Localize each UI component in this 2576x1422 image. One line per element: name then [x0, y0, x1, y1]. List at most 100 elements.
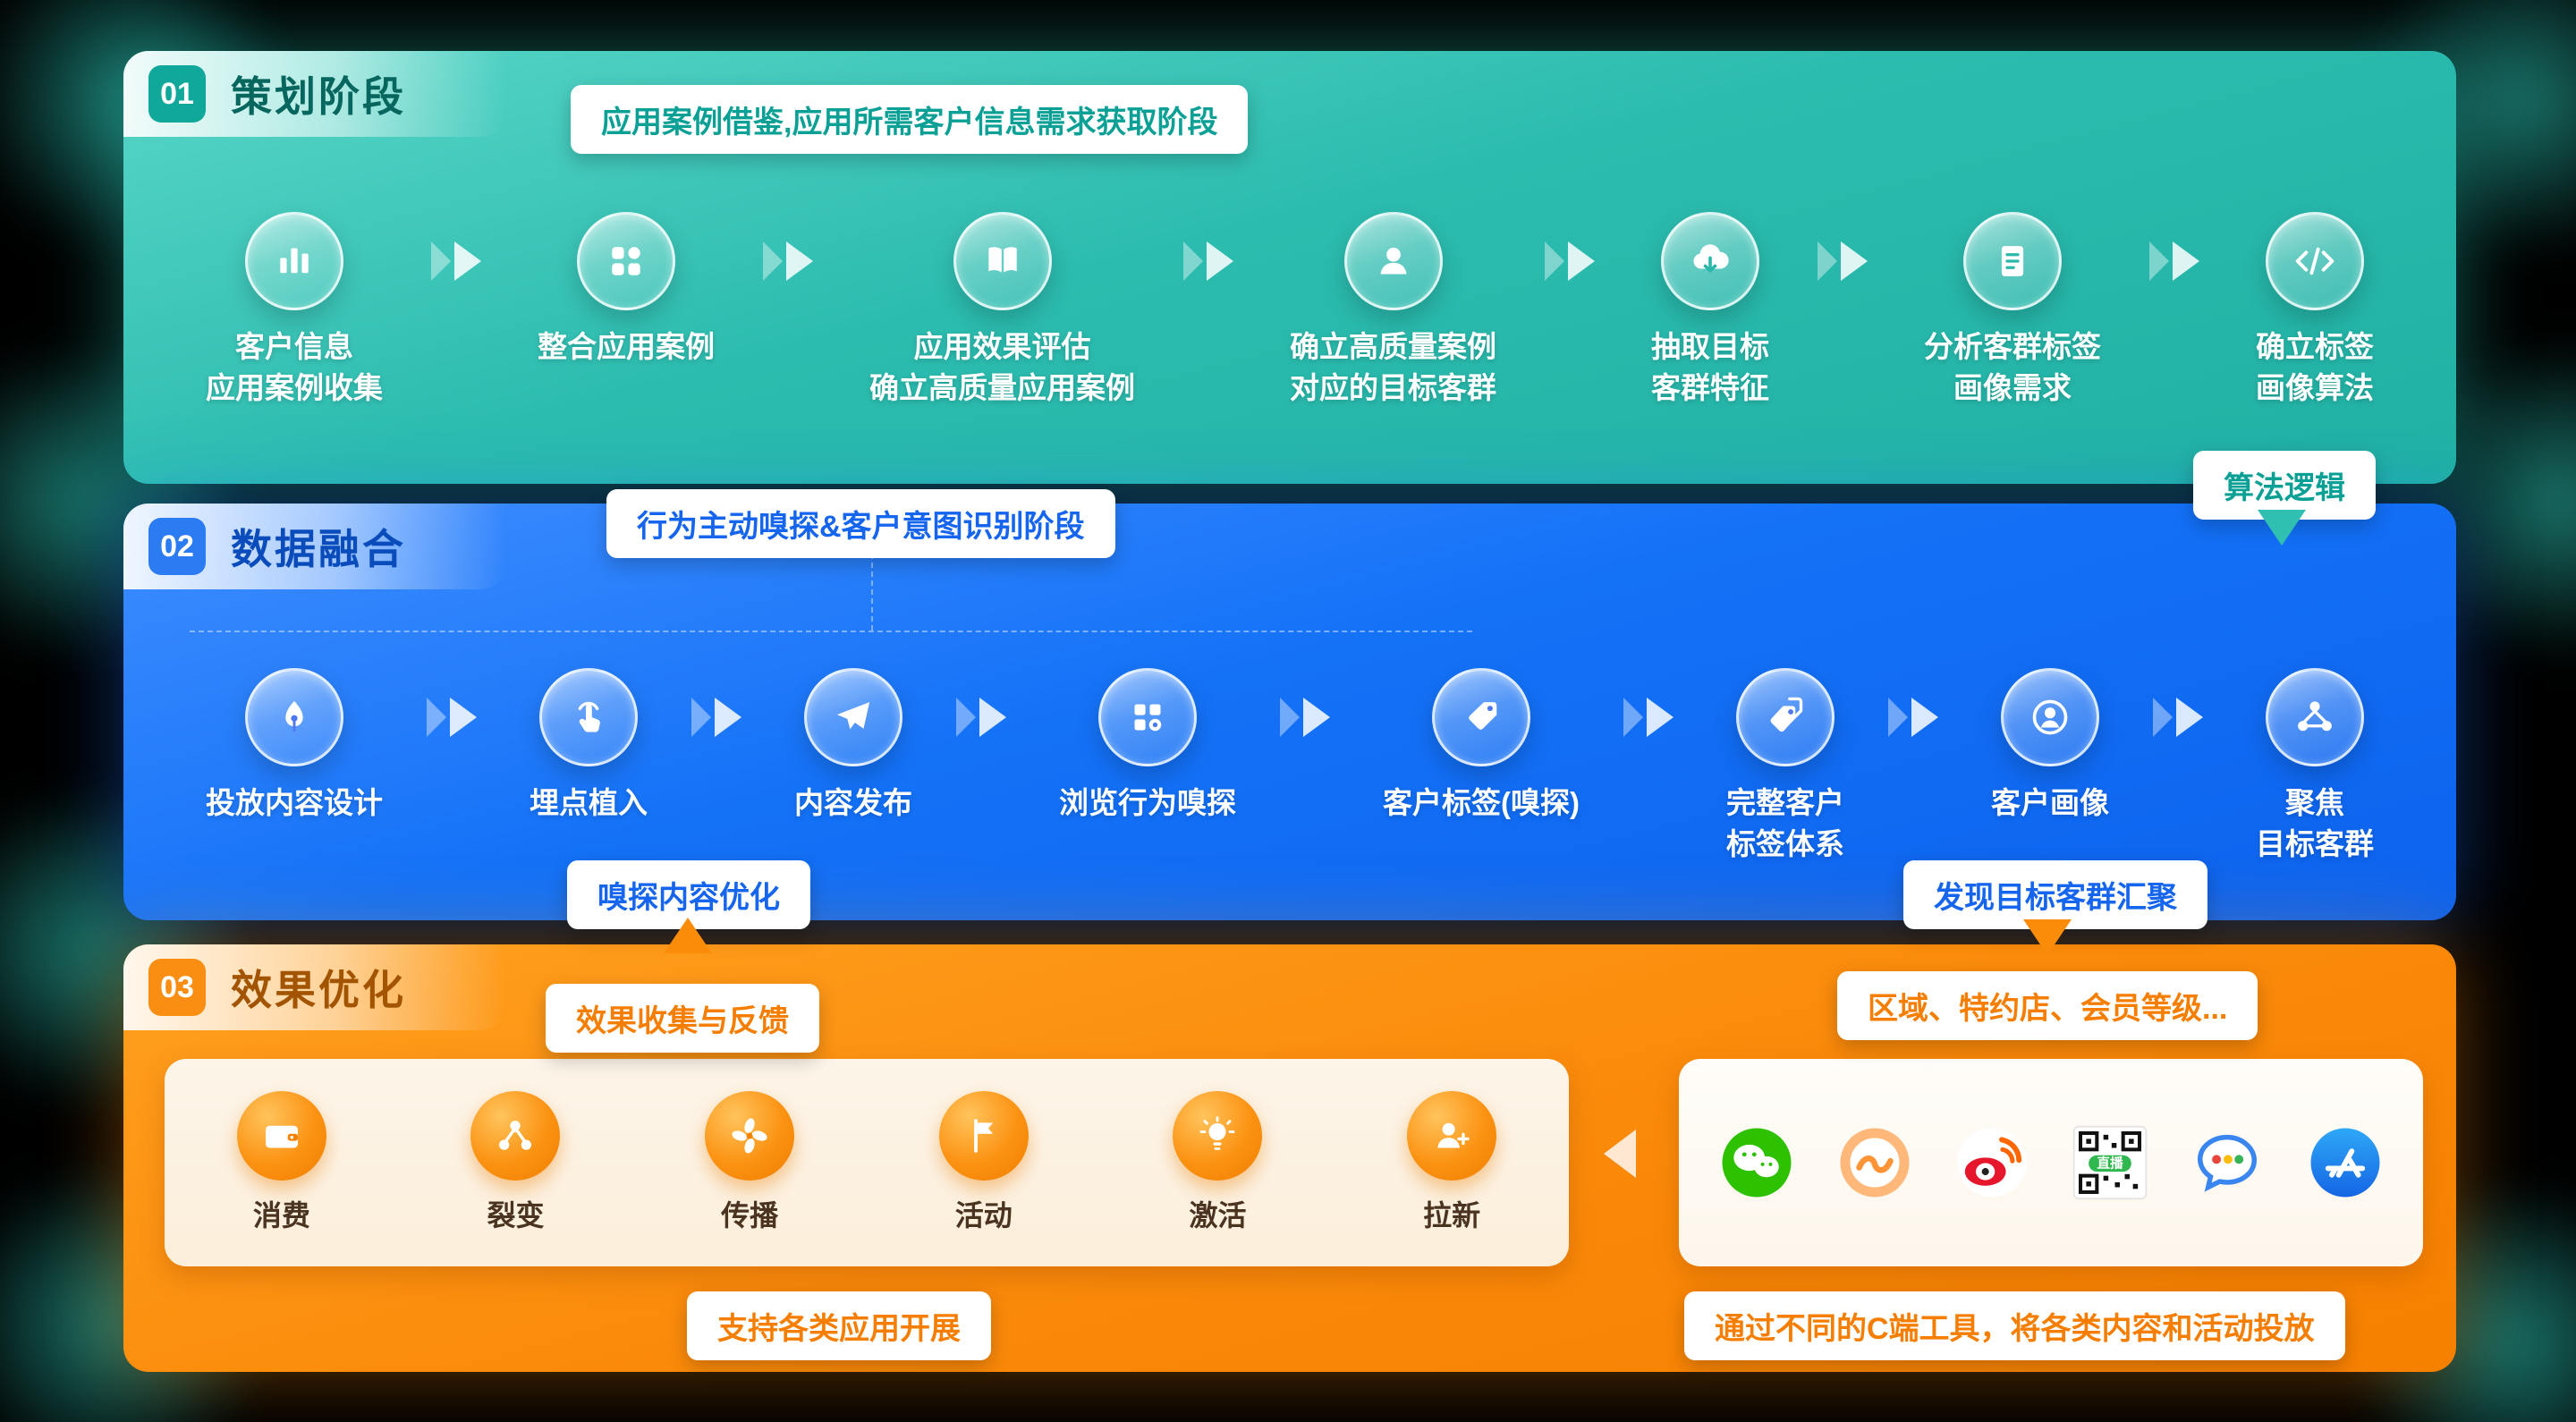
tap-icon: [539, 668, 638, 766]
action-item: 激活: [1173, 1091, 1263, 1234]
flow-arrow-icon: [1544, 241, 1604, 281]
code-icon: [2266, 212, 2364, 310]
split-icon: [470, 1091, 561, 1181]
action-label: 激活: [1189, 1199, 1247, 1232]
step-label: 完整客户 标签体系: [1725, 786, 1844, 860]
flow-arrow-icon: [2152, 698, 2212, 737]
flow-step: 埋点植入: [530, 668, 648, 824]
network-icon: [2265, 668, 2364, 766]
action-item: 传播: [705, 1091, 795, 1234]
step-label: 客户标签(嗅探): [1383, 786, 1580, 819]
down-arrow-icon: [2023, 919, 2072, 955]
action-label: 活动: [954, 1199, 1013, 1232]
phase-2-stage-badge: 行为主动嗅探&客户意图识别阶段: [606, 489, 1115, 558]
action-item: 拉新: [1407, 1091, 1497, 1234]
phase-3-section: 03 效果优化 效果收集与反馈 区域、特约店、会员等级... 消费 裂变: [123, 944, 2456, 1372]
flow-arrow-icon: [691, 698, 750, 737]
step-label: 分析客群标签 画像需求: [1924, 330, 2101, 404]
flow-step: 整合应用案例: [538, 212, 715, 368]
phase-2-number: 02: [148, 518, 206, 575]
bulb-icon: [1173, 1091, 1263, 1181]
flow-step: 确立高质量案例 对应的目标客群: [1290, 212, 1496, 408]
flow-step: 抽取目标 客群特征: [1651, 212, 1769, 408]
dashed-connector: [871, 545, 873, 631]
phase-1-header: 01 策划阶段: [123, 51, 506, 137]
action-item: 活动: [938, 1091, 1029, 1234]
flow-arrow-icon: [1182, 241, 1242, 281]
flow-arrow-icon: [430, 241, 490, 281]
flow-arrow-icon: [1887, 698, 1947, 737]
fan-icon: [705, 1091, 795, 1181]
dashed-connector: [190, 631, 1472, 632]
phase-3-number: 03: [148, 959, 206, 1016]
down-arrow-icon: [2258, 510, 2306, 546]
flow-step: 确立标签 画像算法: [2256, 212, 2374, 408]
step-label: 整合应用案例: [538, 330, 715, 363]
flow-arrow-icon: [427, 698, 486, 737]
step-label: 确立标签 画像算法: [2256, 330, 2374, 404]
phase-1-section: 01 策划阶段 应用案例借鉴,应用所需客户信息需求获取阶段 客户信息 应用案例收…: [123, 51, 2456, 484]
app-store-icon: [2306, 1123, 2385, 1202]
wallet-icon: [236, 1091, 326, 1181]
wechat-channels-icon: [1835, 1123, 1914, 1202]
algorithm-logic-badge: 算法逻辑: [2193, 451, 2376, 520]
sniff-optimize-badge: 嗅探内容优化: [567, 860, 810, 929]
phase-2-header: 02 数据融合: [123, 504, 506, 589]
action-item: 消费: [236, 1091, 326, 1234]
flow-arrow-icon: [1280, 698, 1339, 737]
browse-grid-icon: [1098, 668, 1197, 766]
phase-1-stage-badge: 应用案例借鉴,应用所需客户信息需求获取阶段: [571, 85, 1249, 154]
flow-step: 分析客群标签 画像需求: [1924, 212, 2101, 408]
send-icon: [804, 668, 902, 766]
step-label: 抽取目标 客群特征: [1651, 330, 1769, 404]
step-label: 埋点植入: [530, 786, 648, 819]
step-label: 内容发布: [794, 786, 912, 819]
segment-badge: 区域、特约店、会员等级...: [1837, 971, 2258, 1040]
flow-step: 应用效果评估 确立高质量应用案例: [869, 212, 1135, 408]
feedback-badge: 效果收集与反馈: [546, 984, 819, 1053]
open-book-icon: [953, 212, 1052, 310]
flow-step: 完整客户 标签体系: [1726, 668, 1844, 864]
cloud-download-icon: [1661, 212, 1759, 310]
qr-live-label: 直播: [2097, 1155, 2123, 1172]
document-list-icon: [1963, 212, 2062, 310]
weibo-icon: [1953, 1123, 2031, 1202]
phase-2-flow: 投放内容设计 埋点植入 内容发布 浏览行为嗅探: [206, 668, 2374, 864]
phase-2-section: 02 数据融合 行为主动嗅探&客户意图识别阶段 投放内容设计 埋点植入: [123, 489, 2456, 920]
flow-step: 浏览行为嗅探: [1059, 668, 1236, 824]
flow-arrow-icon: [1623, 698, 1682, 737]
phase-1-number: 01: [148, 65, 206, 123]
pen-icon: [245, 668, 343, 766]
phase-2-title: 数据融合: [231, 526, 406, 572]
action-label: 传播: [721, 1199, 779, 1232]
qr-live-icon: 直播: [2071, 1123, 2149, 1202]
flow-step: 聚焦 目标客群: [2256, 668, 2374, 864]
action-label: 拉新: [1423, 1199, 1481, 1232]
portrait-icon: [2000, 668, 2099, 766]
flow-step: 客户标签(嗅探): [1383, 668, 1580, 824]
flow-step: 投放内容设计: [206, 668, 383, 824]
chat-icon: [2188, 1123, 2267, 1202]
bar-chart-icon: [245, 212, 343, 310]
left-arrow-icon: [1604, 1130, 1636, 1178]
support-badge: 支持各类应用开展: [687, 1291, 991, 1360]
action-label: 裂变: [487, 1199, 545, 1232]
tag-icon: [1431, 668, 1530, 766]
tools-badge: 通过不同的C端工具，将各类内容和活动投放: [1684, 1291, 2345, 1360]
step-label: 确立高质量案例 对应的目标客群: [1290, 330, 1496, 404]
flow-step: 内容发布: [794, 668, 912, 824]
flag-icon: [938, 1091, 1029, 1181]
converge-badge: 发现目标客群汇聚: [1903, 860, 2207, 929]
up-arrow-icon: [664, 918, 712, 953]
step-label: 客户信息 应用案例收集: [206, 330, 383, 404]
step-label: 投放内容设计: [206, 786, 383, 819]
phase-1-flow: 客户信息 应用案例收集 整合应用案例 应用效果评估 确立高质量应用案例: [206, 212, 2374, 408]
step-label: 客户画像: [1990, 786, 2109, 819]
flow-arrow-icon: [1817, 241, 1877, 281]
flow-arrow-icon: [762, 241, 822, 281]
flow-step: 客户画像: [1991, 668, 2109, 824]
flow-arrow-icon: [956, 698, 1015, 737]
flow-arrow-icon: [2148, 241, 2208, 281]
applications-card: 消费 裂变 传播 活动: [165, 1059, 1569, 1266]
